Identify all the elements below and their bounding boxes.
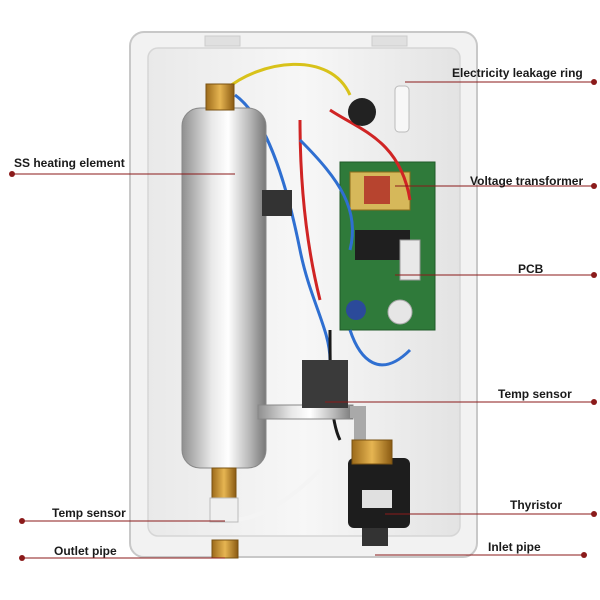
marker-dot	[591, 272, 597, 278]
thyristor-part	[348, 439, 410, 546]
label-outlet-pipe: Outlet pipe	[54, 544, 117, 558]
label-thyristor: Thyristor	[510, 498, 563, 512]
temp-sensor-part	[302, 360, 348, 408]
label-temp-sensor-right: Temp sensor	[498, 387, 572, 401]
label-ss-heating-element: SS heating element	[14, 156, 125, 170]
label-voltage-transformer: Voltage transformer	[470, 174, 584, 188]
marker-dot	[9, 171, 15, 177]
label-electricity-leakage-ring: Electricity leakage ring	[452, 66, 583, 80]
leakage-ring-part	[348, 85, 410, 133]
marker-dot	[19, 555, 25, 561]
marker-dot	[581, 552, 587, 558]
label-pcb: PCB	[518, 262, 544, 276]
outlet-pipe-part	[209, 467, 239, 559]
callouts	[9, 79, 597, 561]
marker-dot	[591, 399, 597, 405]
heating-element	[181, 83, 366, 469]
marker-dot	[19, 518, 25, 524]
label-inlet-pipe: Inlet pipe	[488, 540, 541, 554]
marker-dot	[591, 183, 597, 189]
label-temp-sensor-left: Temp sensor	[52, 506, 126, 520]
marker-dot	[591, 79, 597, 85]
pcb-board	[339, 161, 436, 331]
marker-dot	[591, 511, 597, 517]
